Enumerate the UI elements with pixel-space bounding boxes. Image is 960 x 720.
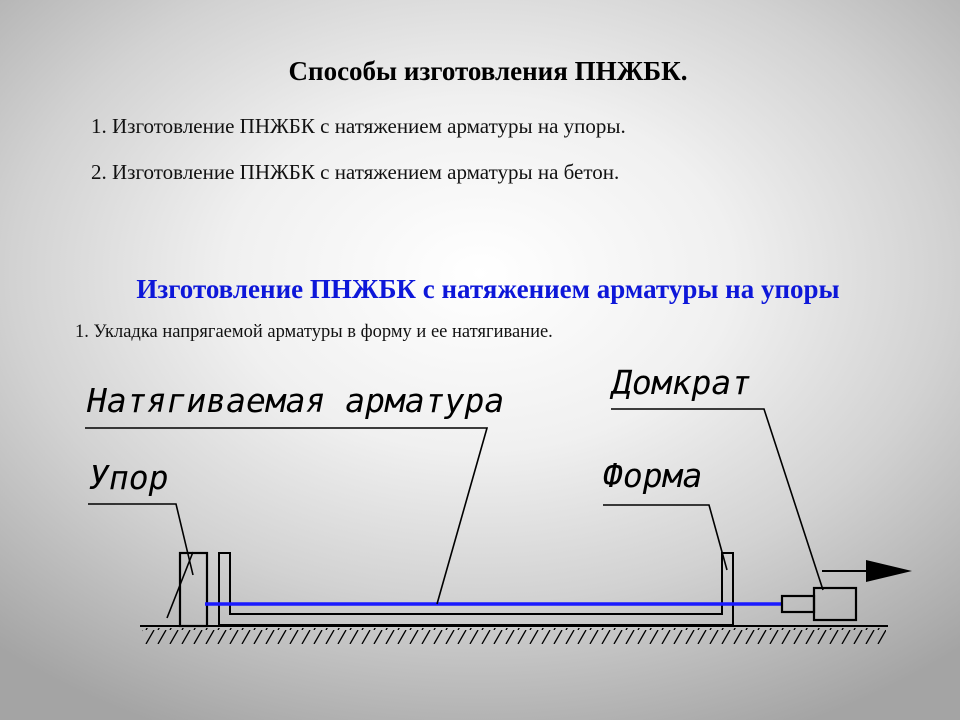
leader-stop bbox=[88, 503, 194, 576]
list-item-method-1: 1. Изготовление ПНЖБК с натяжением армат… bbox=[91, 114, 626, 138]
form-outline bbox=[218, 552, 734, 626]
label-jack: Домкрат bbox=[609, 363, 751, 402]
list-item-method-2: 2. Изготовление ПНЖБК с натяжением армат… bbox=[91, 160, 620, 184]
leader-reinforcement bbox=[85, 427, 489, 605]
label-form: Форма bbox=[603, 456, 702, 495]
leader-jack bbox=[611, 408, 824, 591]
section-subtitle: Изготовление ПНЖБК с натяжением арматуры… bbox=[136, 274, 840, 304]
stop-block bbox=[178, 551, 209, 628]
leader-form bbox=[603, 504, 728, 571]
tension-arrow-head bbox=[866, 560, 912, 582]
label-reinforcement: Натягиваемая арматура bbox=[86, 381, 504, 420]
step-text: 1. Укладка напрягаемой арматуры в форму … bbox=[75, 322, 553, 342]
slide-title: Способы изготовления ПНЖБК. bbox=[288, 56, 688, 86]
jack-body bbox=[812, 586, 858, 622]
ground-hatching bbox=[142, 628, 886, 644]
jack-piston bbox=[780, 594, 816, 614]
label-stop: Упор bbox=[89, 458, 168, 497]
stop-brace bbox=[166, 551, 194, 619]
